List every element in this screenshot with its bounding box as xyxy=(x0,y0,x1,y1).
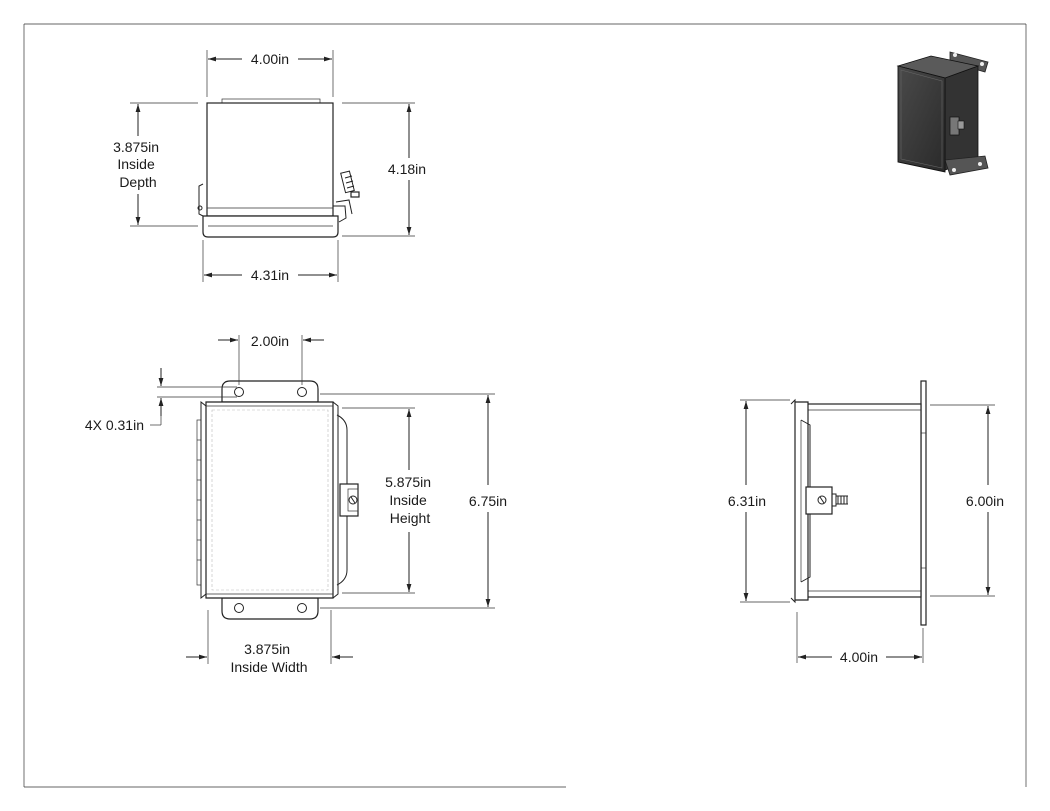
top-depth-line2: Inside xyxy=(117,156,155,172)
mount-hole-top-left xyxy=(234,387,244,397)
iso-latch xyxy=(949,116,960,136)
iso-view xyxy=(896,51,989,176)
iso-front-door xyxy=(897,65,946,173)
front-mount-spacing-dimension: 2.00in xyxy=(218,333,324,385)
front-mount-spacing-label: 2.00in xyxy=(251,333,289,349)
side-depth-dimension: 4.00in xyxy=(796,612,924,665)
front-inside-height-line2: Inside xyxy=(389,492,427,508)
side-depth-label: 4.00in xyxy=(840,649,878,665)
front-door xyxy=(205,401,334,599)
front-view-body xyxy=(196,380,359,620)
front-inside-width-dimension: 3.875in Inside Width xyxy=(186,610,353,675)
front-inside-height-dimension: 5.875in Inside Height xyxy=(342,407,435,594)
front-top-mount-tab xyxy=(221,380,319,403)
top-depth-dimension: 3.875in Inside Depth xyxy=(113,102,198,227)
front-overall-height-dimension: 6.75in xyxy=(320,393,507,609)
top-depth-line1: 3.875in xyxy=(113,139,159,155)
top-depth-label: 3.875in Inside Depth xyxy=(113,139,163,190)
front-inside-height-label: 5.875in Inside Height xyxy=(385,474,435,526)
drawing-border xyxy=(23,23,1027,788)
top-depth-line3: Depth xyxy=(119,174,156,190)
front-inside-width-line1: 3.875in xyxy=(244,641,290,657)
top-view-body xyxy=(197,98,360,238)
front-hole-dimension: 4X 0.31in xyxy=(85,368,237,433)
side-view-body xyxy=(790,380,927,626)
mount-hole-top-right xyxy=(297,387,307,397)
side-flange-height-dimension: 6.00in xyxy=(930,404,1004,597)
front-inside-height-line1: 5.875in xyxy=(385,474,431,490)
side-height-label: 6.31in xyxy=(728,493,766,509)
front-inside-width-label: 3.875in Inside Width xyxy=(230,641,307,675)
iso-top-flange xyxy=(949,51,989,73)
top-height-label: 4.18in xyxy=(388,161,426,177)
front-inside-width-line2: Inside Width xyxy=(230,659,307,675)
top-height-dimension: 4.18in xyxy=(342,102,426,237)
mount-hole-bottom-left xyxy=(234,603,244,613)
top-width-label: 4.00in xyxy=(251,51,289,67)
top-view: 4.00in 4.31in 4.18in 3.875in Inside Dept xyxy=(113,50,426,283)
top-overall-width-label: 4.31in xyxy=(251,267,289,283)
front-bottom-mount-tab xyxy=(221,597,319,620)
side-latch xyxy=(805,486,833,515)
front-view: 2.00in 4X 0.31in 5.875in Inside Height xyxy=(85,333,507,675)
mount-hole-bottom-right xyxy=(297,603,307,613)
front-overall-height-label: 6.75in xyxy=(469,493,507,509)
side-flange-height-label: 6.00in xyxy=(966,493,1004,509)
side-flange xyxy=(920,380,927,626)
side-view: 6.31in 6.00in 4.00in xyxy=(728,380,1004,665)
front-inside-height-line3: Height xyxy=(390,510,431,526)
top-overall-width-dimension: 4.31in xyxy=(202,240,339,283)
front-hole-label: 4X 0.31in xyxy=(85,417,144,433)
side-height-dimension: 6.31in xyxy=(728,399,790,603)
top-width-dimension: 4.00in xyxy=(206,50,334,97)
